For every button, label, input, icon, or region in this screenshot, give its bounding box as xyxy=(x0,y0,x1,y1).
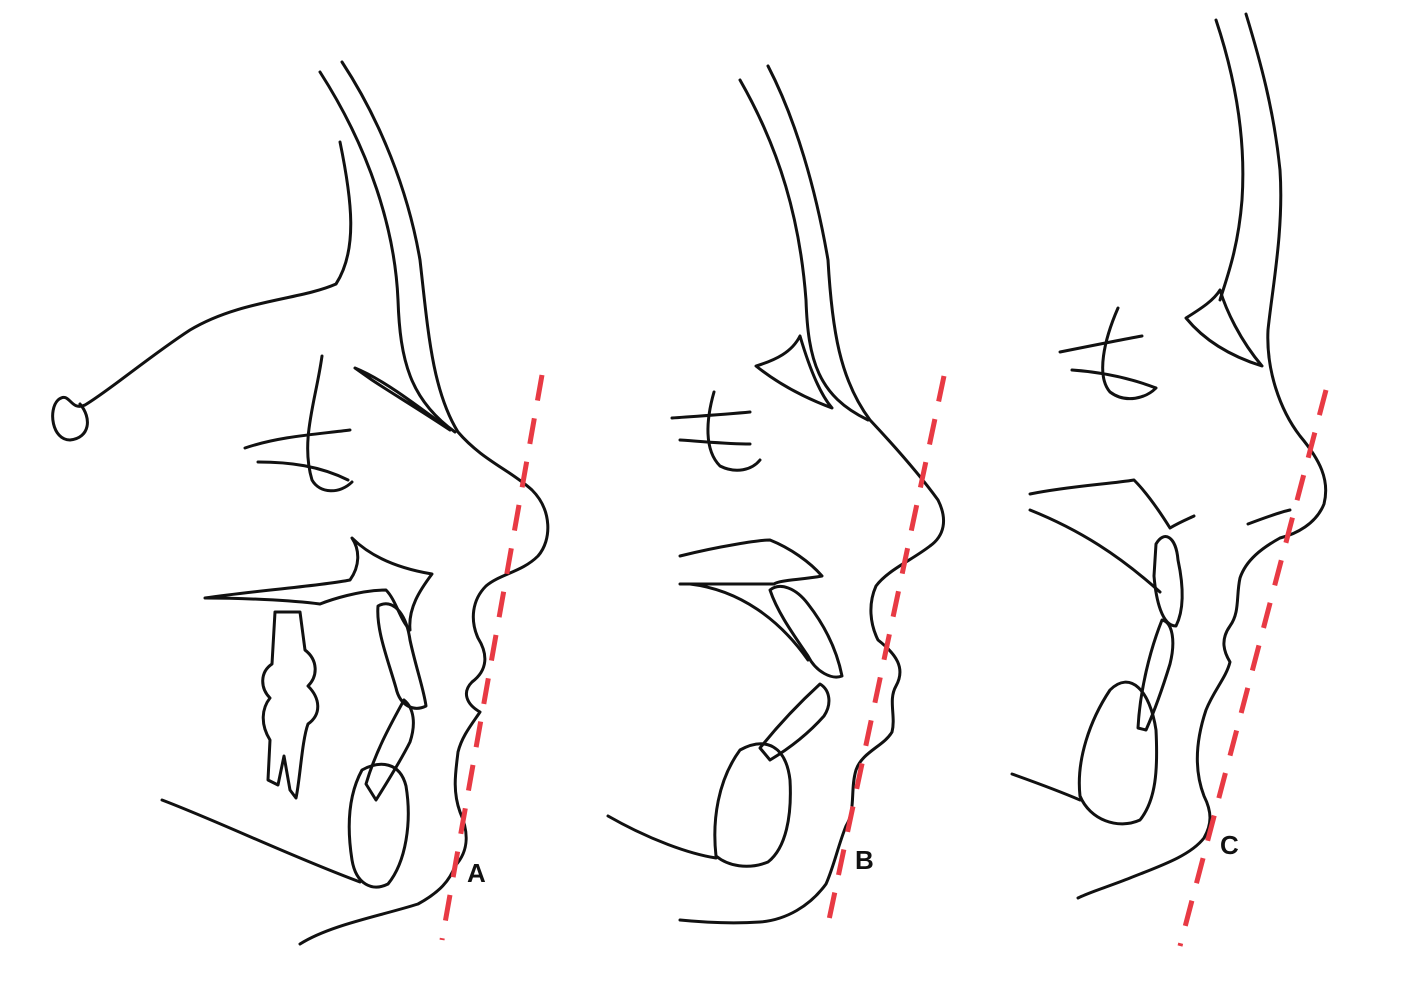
reference-line-b xyxy=(823,375,947,935)
profile-b-orbit xyxy=(754,334,834,410)
profile-b-mandible xyxy=(606,814,718,860)
profile-a-cranial-line xyxy=(318,70,457,434)
profile-b-palatal-line xyxy=(688,582,810,662)
reference-line-a xyxy=(439,374,545,941)
label-c: C xyxy=(1220,830,1239,860)
profile-c xyxy=(1010,12,1328,900)
profile-b-symphysis xyxy=(713,742,792,868)
profile-c-orbit xyxy=(1184,288,1264,368)
label-b: B xyxy=(855,845,874,875)
profile-c-cranial-line xyxy=(1214,18,1245,302)
profile-b-incisor-lower xyxy=(758,682,831,762)
profile-b-ear-marks xyxy=(670,390,762,472)
profile-c-incisor-upper xyxy=(1152,535,1184,628)
profile-a-mandible xyxy=(160,798,362,884)
profile-c-palate xyxy=(1028,478,1196,530)
profile-c-nasal-line xyxy=(1246,508,1292,526)
reference-lines xyxy=(439,374,1329,947)
profile-a-incisor-upper xyxy=(376,602,428,710)
reference-line-c xyxy=(1177,389,1329,947)
profile-a-symphysis xyxy=(347,762,410,889)
label-a: A xyxy=(467,858,486,888)
profile-a-ear-marks xyxy=(243,354,354,493)
profile-b-cranial-line xyxy=(738,78,870,422)
profile-a-soft-tissue-outline xyxy=(298,60,550,946)
profile-a-incisor-lower xyxy=(364,698,415,802)
profile-a-orbit xyxy=(353,366,452,432)
profile-b-soft-tissue-outline xyxy=(678,64,946,925)
profile-c-palatal-line xyxy=(1028,508,1162,594)
profile-a-molar xyxy=(261,610,320,800)
profile-c-soft-tissue-outline xyxy=(1076,12,1328,900)
profile-c-ear-marks xyxy=(1058,306,1158,401)
profile-a-frontal-contour xyxy=(51,140,353,442)
profile-b-incisor-upper xyxy=(768,585,844,679)
profile-b xyxy=(606,64,946,925)
profile-c-incisor-lower xyxy=(1136,618,1175,732)
profile-c-symphysis xyxy=(1077,680,1159,826)
profile-c-mandible xyxy=(1010,772,1082,802)
profile-a-palate xyxy=(203,536,434,632)
profile-a xyxy=(51,60,550,946)
profile-b-palate xyxy=(678,538,824,586)
